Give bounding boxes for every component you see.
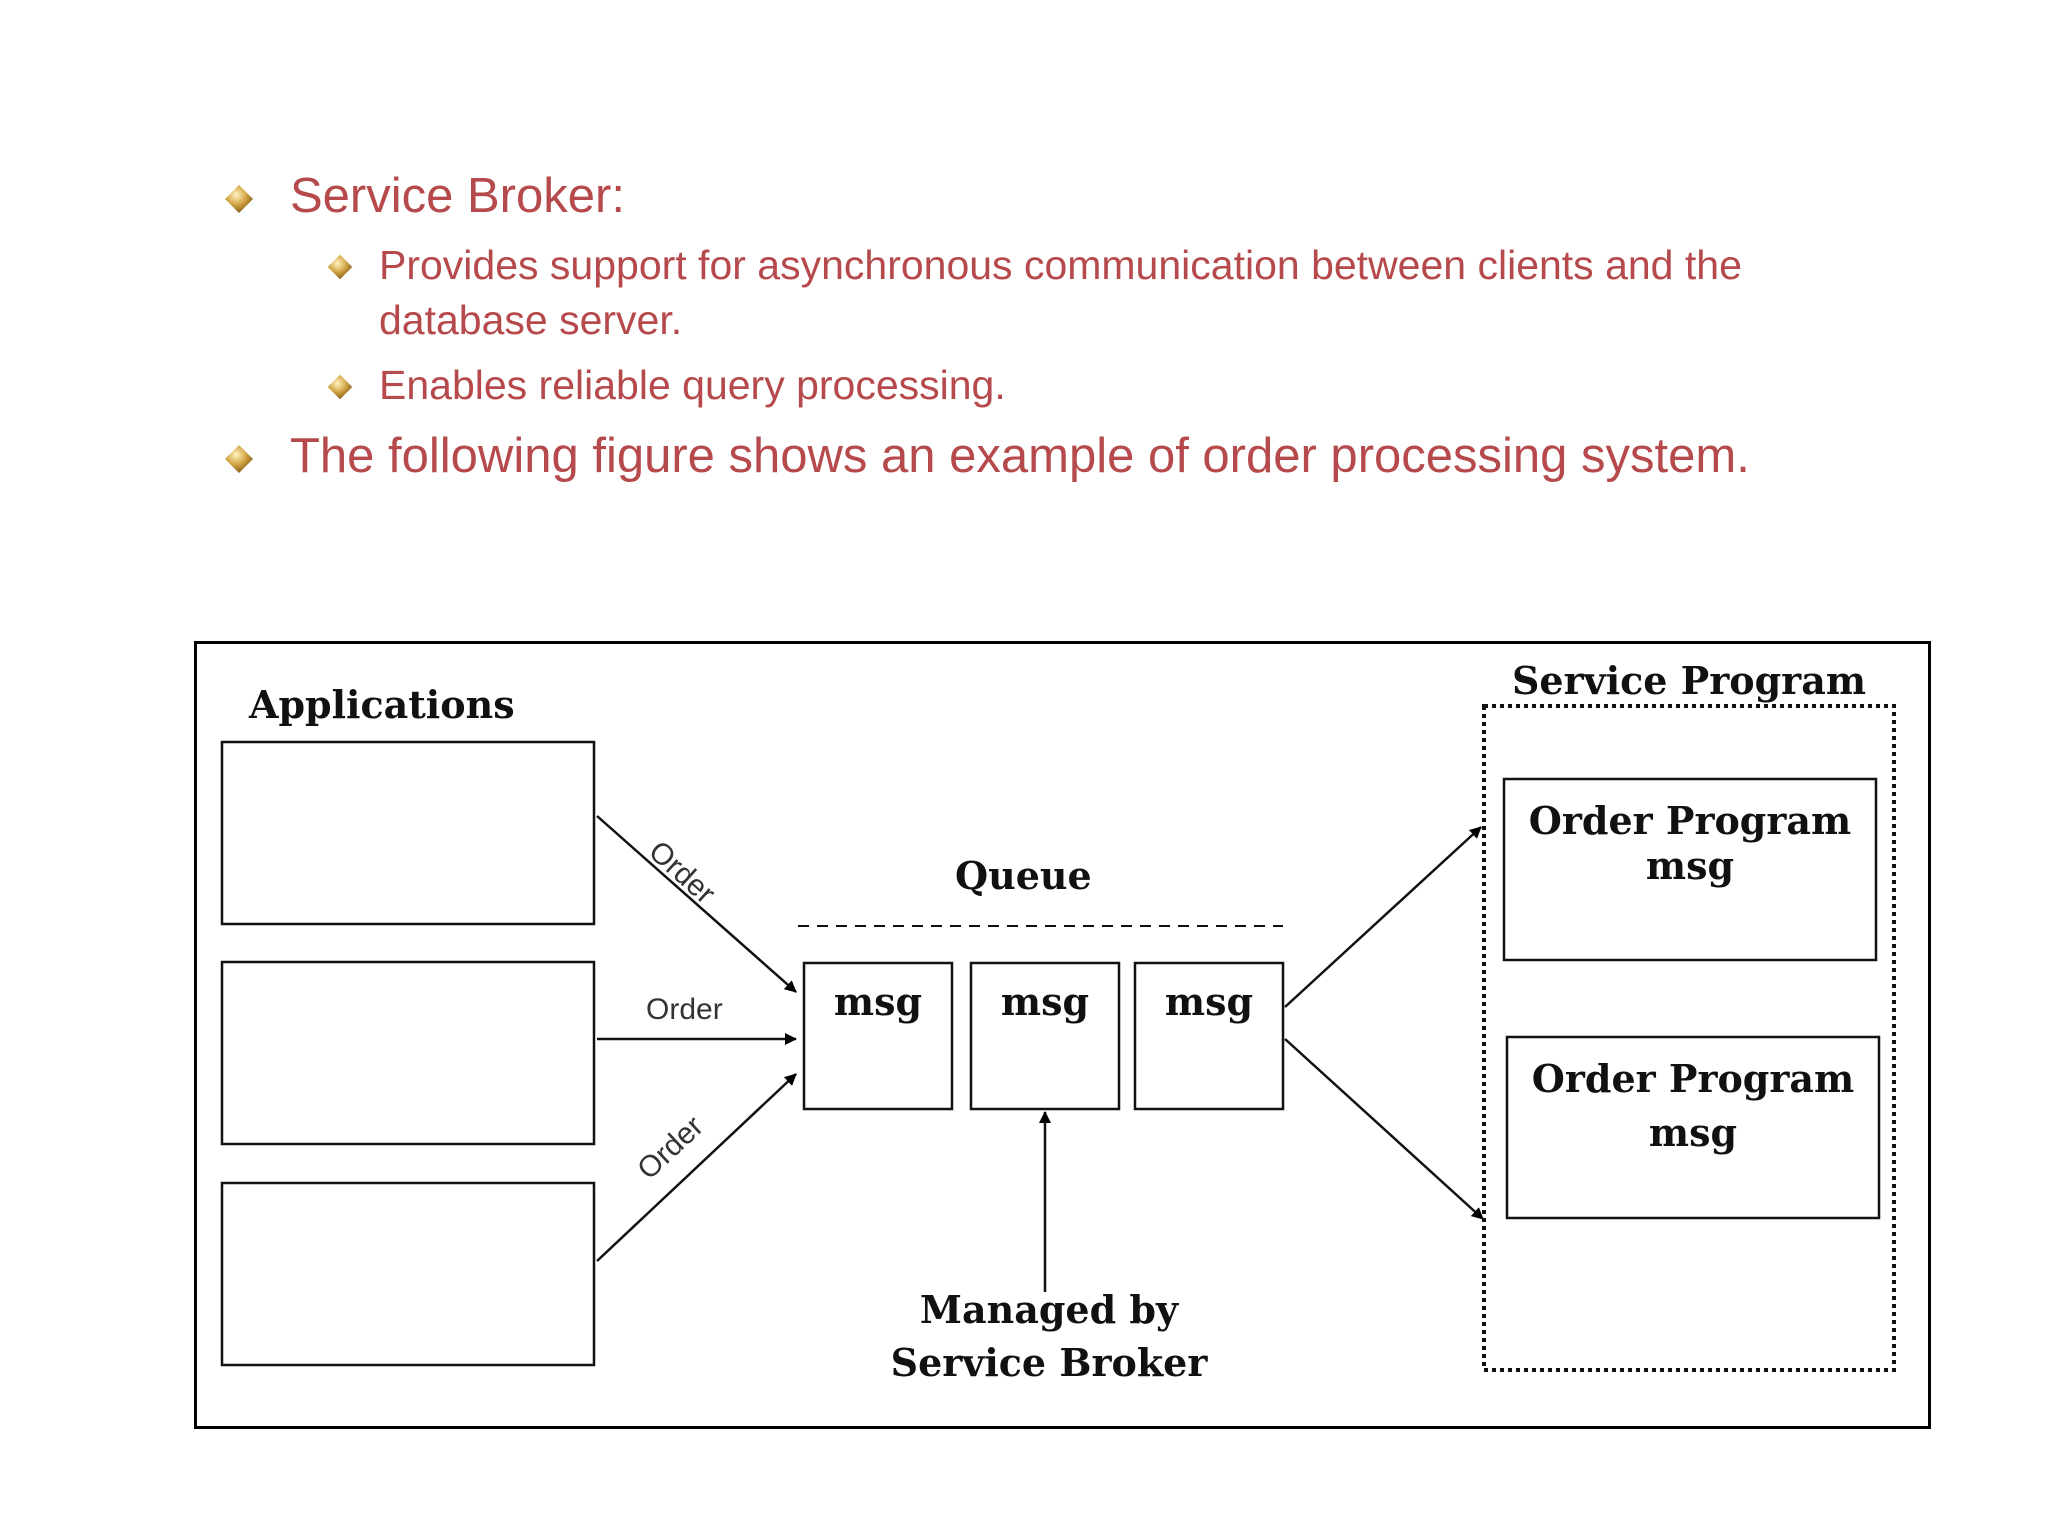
bullet-figure-intro: The following figure shows an example of… — [290, 428, 1750, 484]
bullet-text: Enables reliable query processing. — [379, 362, 1006, 408]
diamond-bullet-icon — [223, 183, 255, 215]
order-program-box — [1505, 1035, 1881, 1220]
order-arrow-bottom — [596, 1073, 797, 1262]
queue-label: Queue — [955, 853, 1092, 898]
service-program-container — [1482, 704, 1896, 1372]
order-program-box — [1502, 777, 1878, 962]
order-program-title: Order Program — [1529, 798, 1851, 843]
bullet-text: The following figure shows an example of… — [290, 429, 1750, 483]
order-processing-diagram: Applications Order Order Order Queue msg… — [194, 641, 1931, 1429]
queue-message-box — [1133, 961, 1285, 1111]
dispatch-arrow-top — [1284, 826, 1482, 1008]
order-label-top: Order — [642, 835, 721, 911]
order-program-title: Order Program — [1532, 1056, 1854, 1101]
service-broker-label: Service Broker — [891, 1340, 1209, 1385]
service-program-label: Service Program — [1512, 658, 1866, 703]
order-arrow-top — [596, 815, 797, 993]
bullet-text: Service Broker: — [290, 169, 625, 223]
queue-message-box — [802, 961, 954, 1111]
application-box — [220, 1181, 596, 1367]
managed-by-label: Managed by — [920, 1287, 1179, 1332]
bullet-async-support: Provides support for asynchronous commun… — [379, 238, 1742, 348]
order-program-msg: msg — [1646, 843, 1734, 888]
dispatch-arrow-bottom — [1284, 1038, 1484, 1220]
order-label-bottom: Order — [631, 1110, 710, 1186]
msg-label: msg — [834, 979, 922, 1024]
bullet-text-line1: Provides support for asynchronous commun… — [379, 242, 1742, 288]
diagram-canvas: Applications Order Order Order Queue msg… — [220, 658, 1896, 1385]
diamond-bullet-icon — [223, 443, 255, 475]
order-label-mid: Order — [646, 993, 723, 1026]
bullet-service-broker: Service Broker: — [290, 168, 625, 224]
applications-label: Applications — [248, 682, 515, 727]
order-program-msg: msg — [1649, 1110, 1737, 1155]
queue-message-box — [969, 961, 1121, 1111]
msg-label: msg — [1001, 979, 1089, 1024]
bullet-text-line2: database server. — [379, 297, 683, 343]
msg-label: msg — [1165, 979, 1253, 1024]
diamond-bullet-icon — [326, 373, 354, 401]
diamond-bullet-icon — [326, 253, 354, 281]
bullet-reliable-query: Enables reliable query processing. — [379, 358, 1006, 413]
application-box — [220, 960, 596, 1146]
application-box — [220, 740, 596, 926]
